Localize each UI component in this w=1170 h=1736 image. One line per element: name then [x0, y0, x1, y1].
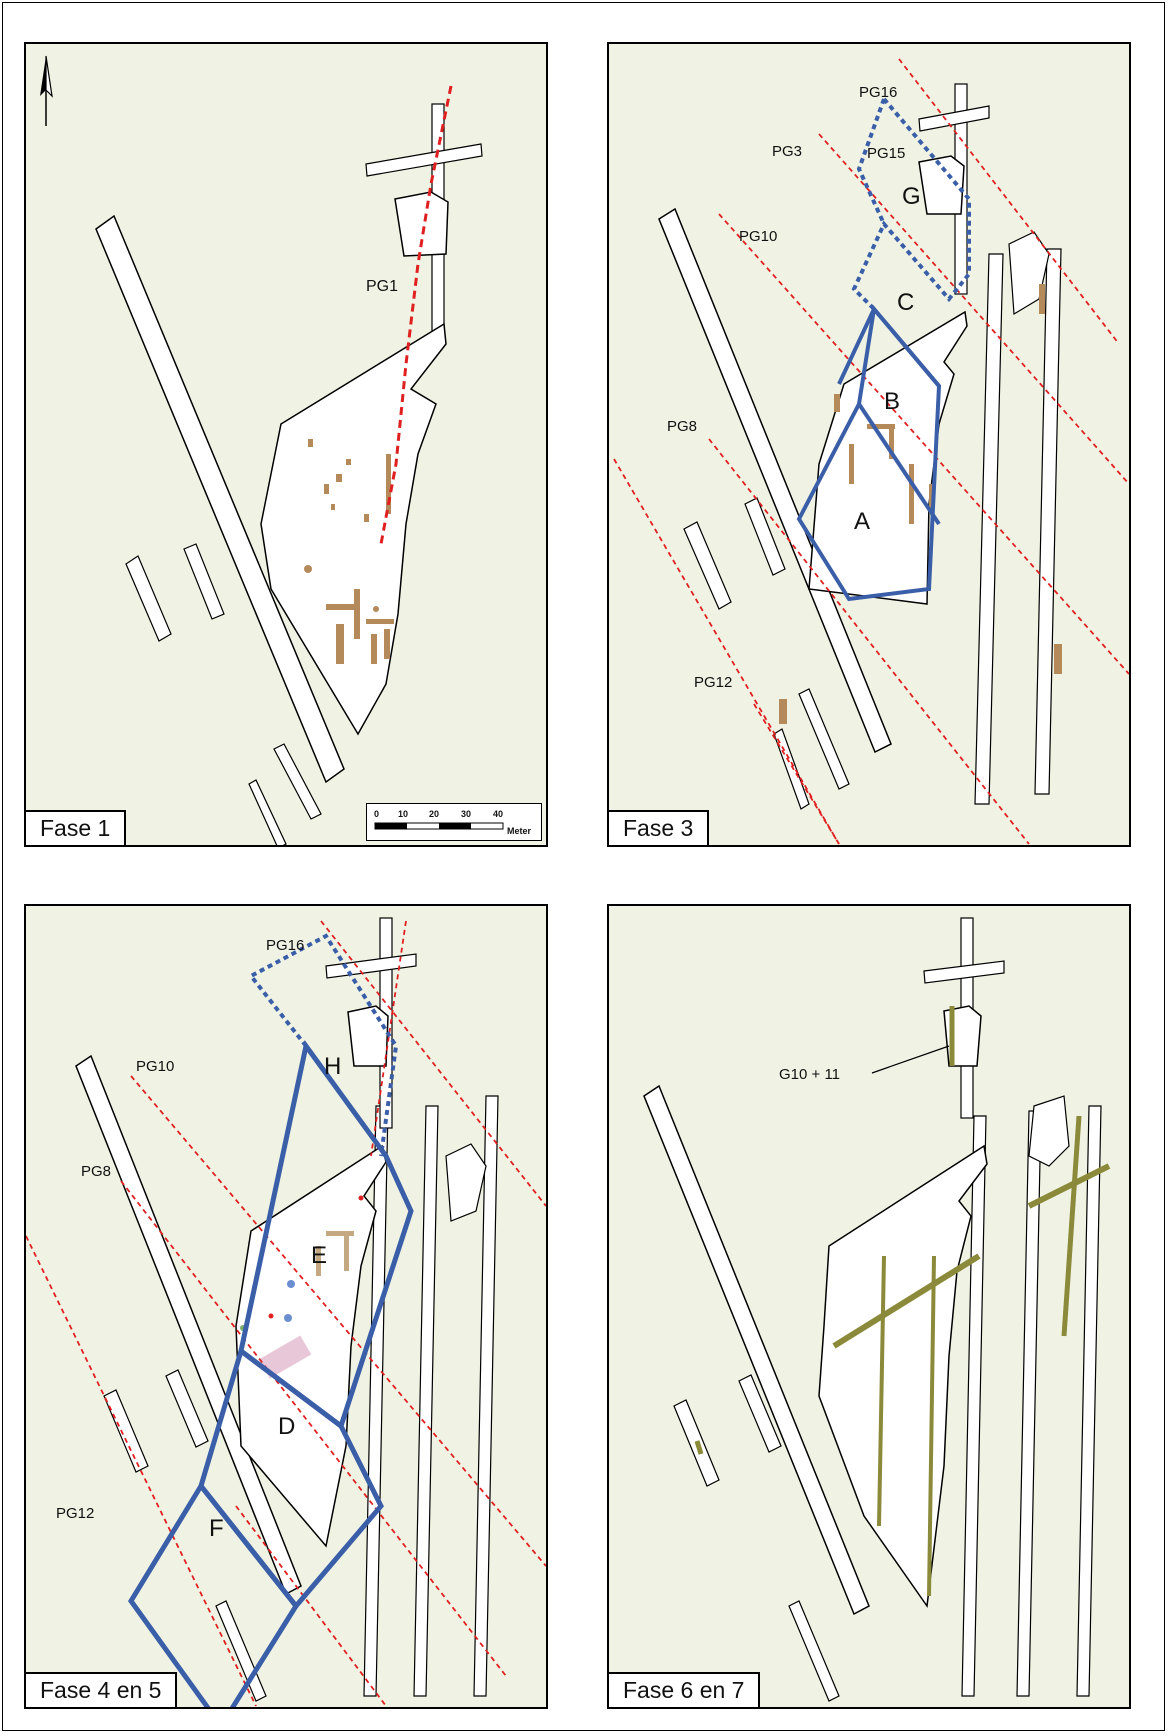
trench [103, 1389, 149, 1473]
map-panel-fase-1: PG1 0 10 20 30 40 Meter Fase 1 [24, 42, 548, 847]
pg-line-1 [379, 85, 453, 545]
pg-label-pg10: PG10 [136, 1058, 174, 1075]
trench [125, 555, 172, 642]
excavation-pit [394, 191, 449, 257]
trench-ns [413, 1105, 439, 1697]
trench-ns [473, 1095, 499, 1697]
pg-label-pg16: PG16 [859, 84, 897, 101]
trench [273, 743, 322, 820]
zone-label-c: C [897, 289, 914, 316]
trench [215, 1600, 267, 1702]
trench-ns [363, 1105, 389, 1697]
find-marker [284, 1314, 292, 1322]
annotation-leader [871, 1045, 950, 1074]
scale-tick-0: 0 [374, 809, 379, 819]
map-fase-6-7: G10 + 11 [643, 917, 1111, 1702]
feature-pink [258, 1335, 312, 1379]
phase-label: Fase 4 en 5 [26, 1672, 178, 1707]
pg-label-pg8: PG8 [667, 418, 697, 435]
features [316, 1231, 354, 1276]
trench [738, 1374, 782, 1453]
trench-long [643, 1084, 870, 1616]
phase-label: Fase 6 en 7 [609, 1672, 761, 1707]
scale-tick-40: 40 [493, 809, 503, 819]
trench-ns [974, 253, 1004, 805]
scale-tick-10: 10 [398, 809, 408, 819]
pg-lines [26, 920, 546, 1707]
trench-long [75, 1054, 302, 1596]
trench [683, 521, 732, 610]
pg-label-pg12: PG12 [56, 1505, 94, 1522]
zone-outlines [796, 304, 942, 602]
pg-lines [613, 58, 1129, 845]
trench [788, 1600, 840, 1702]
pg-label-pg15: PG15 [867, 145, 905, 162]
trench [165, 1369, 209, 1448]
trench-ns [1076, 1105, 1102, 1697]
zone-outlines-dashed [247, 933, 399, 1157]
trench [798, 688, 850, 790]
zone-label-a: A [854, 508, 870, 535]
phase-label: Fase 1 [26, 810, 127, 845]
map-fase-3: PG16 PG15 PG3 PG10 PG8 PG12 G C B A [613, 58, 1129, 845]
zone-label-e: E [311, 1242, 327, 1269]
find-marker [268, 1313, 274, 1319]
find-marker [358, 1195, 364, 1201]
trench-long [658, 207, 892, 754]
trench-long [95, 214, 345, 784]
excavation-small [445, 1143, 487, 1222]
find-marker [287, 1280, 295, 1288]
zone-outlines [128, 1039, 414, 1707]
zone-label-d: D [278, 1413, 295, 1440]
excavation-main [818, 1144, 988, 1609]
pg-label-pg10: PG10 [739, 228, 777, 245]
trench [744, 497, 786, 576]
scale-tick-20: 20 [429, 809, 439, 819]
trench-cross [365, 143, 483, 177]
north-arrow-icon [40, 55, 53, 126]
pg-label-pg3: PG3 [772, 143, 802, 160]
map-panel-fase-4-5: PG16 PG10 PG8 PG12 H E D F Fase 4 en 5 [24, 904, 548, 1709]
scale-unit: Meter [507, 826, 532, 836]
trench-cross [923, 960, 1005, 984]
ditches [694, 1006, 1111, 1597]
scale-tick-30: 30 [461, 809, 471, 819]
phase-label: Fase 3 [609, 810, 710, 845]
excavation-small [1028, 1095, 1070, 1167]
zone-outlines-dashed [851, 97, 971, 311]
pg-label-pg8: PG8 [81, 1163, 111, 1180]
map-fase-1: PG1 [40, 55, 483, 845]
pg-label-pg12: PG12 [694, 674, 732, 691]
zone-label-f: F [209, 1515, 224, 1542]
map-panel-fase-6-7: G10 + 11 Fase 6 en 7 [607, 904, 1131, 1709]
annotation-label: G10 + 11 [779, 1066, 840, 1083]
trench [183, 543, 225, 620]
excavation-pit [347, 1005, 389, 1067]
trench-ns [1034, 248, 1062, 795]
zone-label-g: G [902, 183, 921, 210]
trench-cross [918, 105, 990, 132]
map-fase-4-5: PG16 PG10 PG8 PG12 H E D F [26, 917, 546, 1707]
map-panel-fase-3: PG16 PG15 PG3 PG10 PG8 PG12 G C B A Fase… [607, 42, 1131, 847]
scale-bar: 0 10 20 30 40 Meter [366, 803, 542, 841]
zone-label-h: H [324, 1053, 341, 1080]
pg-label-pg1: PG1 [366, 278, 398, 295]
trench-ns [961, 1115, 987, 1697]
pg-label-pg16: PG16 [266, 937, 304, 954]
zone-label-b: B [884, 388, 900, 415]
trench [248, 779, 287, 845]
features [304, 439, 394, 664]
